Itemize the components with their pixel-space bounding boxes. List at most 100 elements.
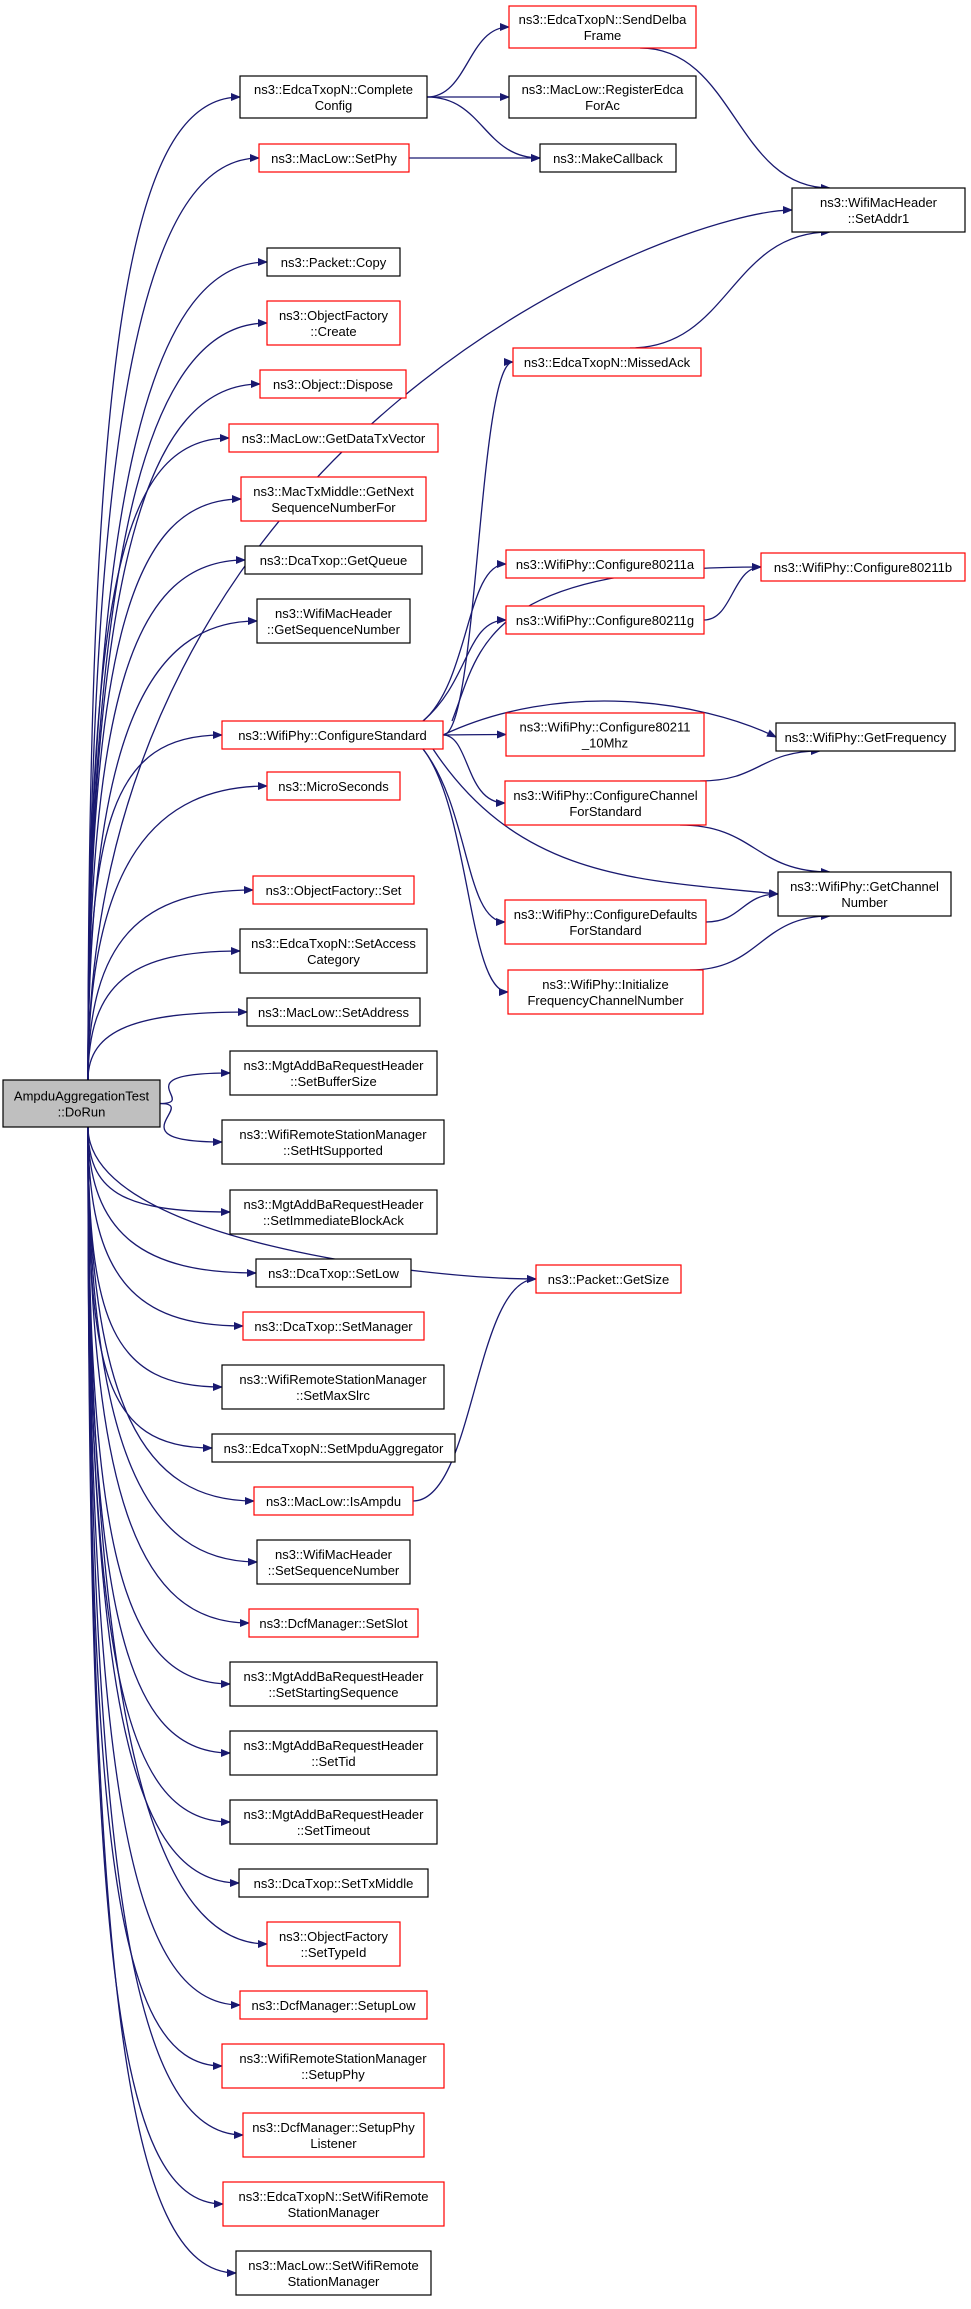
node-label: ns3::MacTxMiddle::GetNext	[253, 484, 414, 499]
node-packet-copy[interactable]: ns3::Packet::Copy	[266, 247, 401, 277]
node-label: ns3::MacLow::GetDataTxVector	[242, 431, 426, 446]
edge-root-to-set-mpdu-agg	[87, 1126, 213, 1452]
node-set-ht[interactable]: ns3::WifiRemoteStationManager::SetHtSupp…	[221, 1119, 445, 1165]
edge-conf-std-to-missed-ack	[442, 358, 514, 736]
node-label: ::SetSequenceNumber	[268, 1563, 400, 1578]
node-conf-10mhz[interactable]: ns3::WifiPhy::Configure80211_10Mhz	[505, 712, 705, 757]
node-label: _10Mhz	[581, 736, 628, 751]
node-conf-defaults[interactable]: ns3::WifiPhy::ConfigureDefaultsForStanda…	[504, 899, 707, 945]
node-packet-getsize[interactable]: ns3::Packet::GetSize	[535, 1264, 682, 1294]
node-label: ::SetStartingSequence	[268, 1685, 398, 1700]
edge-root-to-packet-getsize	[87, 1126, 537, 1283]
node-get-next-seq[interactable]: ns3::MacTxMiddle::GetNextSequenceNumberF…	[240, 476, 427, 522]
node-of-set-typeid[interactable]: ns3::ObjectFactory::SetTypeId	[266, 1921, 401, 1967]
node-init-freq[interactable]: ns3::WifiPhy::InitializeFrequencyChannel…	[507, 969, 704, 1015]
node-label: ::Create	[310, 324, 356, 339]
node-box	[266, 771, 401, 801]
node-set-timeout[interactable]: ns3::MgtAddBaRequestHeader::SetTimeout	[229, 1799, 438, 1845]
node-box	[229, 1661, 438, 1707]
node-label: Config	[315, 98, 353, 113]
node-conf-std[interactable]: ns3::WifiPhy::ConfigureStandard	[221, 720, 444, 750]
node-box	[229, 1189, 438, 1235]
node-label: ns3::MgtAddBaRequestHeader	[244, 1058, 425, 1073]
node-set-tx-middle[interactable]: ns3::DcaTxop::SetTxMiddle	[238, 1868, 429, 1898]
node-box	[211, 1433, 456, 1463]
node-make-callback[interactable]: ns3::MakeCallback	[539, 143, 677, 173]
node-get-freq[interactable]: ns3::WifiPhy::GetFrequency	[775, 722, 956, 752]
edge-root-to-complete-config	[87, 93, 241, 1081]
edge-conf-std-to-init-freq	[422, 748, 509, 996]
node-label: ForAc	[585, 98, 620, 113]
node-label: ns3::WifiPhy::Configure80211g	[516, 613, 694, 628]
node-set-seq-num[interactable]: ns3::WifiMacHeader::SetSequenceNumber	[256, 1539, 411, 1585]
node-root[interactable]: AmpduAggregationTest::DoRun	[2, 1079, 161, 1128]
node-box	[504, 780, 707, 826]
node-set-start-seq[interactable]: ns3::MgtAddBaRequestHeader::SetStartingS…	[229, 1661, 438, 1707]
node-box	[2, 1079, 161, 1128]
node-set-manager[interactable]: ns3::DcaTxop::SetManager	[242, 1311, 425, 1341]
node-get-queue[interactable]: ns3::DcaTxop::GetQueue	[244, 545, 423, 575]
node-set-max-slrc[interactable]: ns3::WifiRemoteStationManager::SetMaxSlr…	[221, 1364, 445, 1410]
edge-root-to-set-manager	[87, 1126, 244, 1330]
node-box	[266, 300, 401, 346]
node-get-seq-num[interactable]: ns3::WifiMacHeader::GetSequenceNumber	[256, 598, 411, 644]
node-box	[221, 2043, 445, 2089]
node-conf-b[interactable]: ns3::WifiPhy::Configure80211b	[760, 552, 966, 582]
node-set-slot[interactable]: ns3::DcfManager::SetSlot	[248, 1608, 419, 1638]
node-set-phy[interactable]: ns3::MacLow::SetPhy	[258, 143, 410, 173]
node-obj-dispose[interactable]: ns3::Object::Dispose	[259, 369, 407, 399]
edge-root-to-get-next-seq	[87, 495, 242, 1081]
node-box	[239, 928, 428, 974]
node-box	[505, 605, 705, 635]
node-box	[505, 549, 705, 579]
node-set-buffer[interactable]: ns3::MgtAddBaRequestHeader::SetBufferSiz…	[229, 1050, 438, 1096]
node-of-create[interactable]: ns3::ObjectFactory::Create	[266, 300, 401, 346]
edge-complete-config-to-send-delba	[426, 23, 510, 98]
node-label: ns3::Packet::GetSize	[548, 1272, 669, 1287]
edge-root-to-set-low	[87, 1126, 257, 1277]
node-setup-phy[interactable]: ns3::WifiRemoteStationManager::SetupPhy	[221, 2043, 445, 2089]
node-of-set[interactable]: ns3::ObjectFactory::Set	[252, 875, 415, 905]
node-label: ns3::EdcaTxopN::Complete	[254, 82, 413, 97]
node-set-tid[interactable]: ns3::MgtAddBaRequestHeader::SetTid	[229, 1730, 438, 1776]
node-setup-low[interactable]: ns3::DcfManager::SetupLow	[239, 1990, 428, 2020]
node-set-immediate[interactable]: ns3::MgtAddBaRequestHeader::SetImmediate…	[229, 1189, 438, 1235]
node-label: ns3::MacLow::SetWifiRemote	[248, 2258, 419, 2273]
edge-missed-ack-to-set-addr1	[629, 228, 831, 349]
node-is-ampdu[interactable]: ns3::MacLow::IsAmpdu	[253, 1486, 414, 1516]
edge-root-to-of-set-typeid	[87, 1126, 268, 1948]
node-label: ns3::MacLow::SetAddress	[258, 1005, 410, 1020]
node-conf-chan-std[interactable]: ns3::WifiPhy::ConfigureChannelForStandar…	[504, 780, 707, 826]
edge-conf-std-to-conf-chan-std	[442, 734, 506, 807]
node-box	[229, 1730, 438, 1776]
node-microseconds[interactable]: ns3::MicroSeconds	[266, 771, 401, 801]
node-get-data-tx[interactable]: ns3::MacLow::GetDataTxVector	[228, 423, 439, 453]
node-label: ns3::ObjectFactory	[279, 308, 389, 323]
edge-send-delba-to-set-addr1	[639, 47, 831, 192]
node-label: ::SetHtSupported	[283, 1143, 383, 1158]
node-set-addr1[interactable]: ns3::WifiMacHeader::SetAddr1	[791, 187, 966, 233]
node-set-low[interactable]: ns3::DcaTxop::SetLow	[255, 1258, 412, 1288]
node-label: ns3::ObjectFactory::Set	[266, 883, 402, 898]
node-box	[512, 347, 702, 377]
node-box	[253, 1486, 414, 1516]
node-box	[775, 722, 956, 752]
node-set-address[interactable]: ns3::MacLow::SetAddress	[246, 997, 421, 1027]
node-label: ns3::MgtAddBaRequestHeader	[244, 1738, 425, 1753]
node-conf-a[interactable]: ns3::WifiPhy::Configure80211a	[505, 549, 705, 579]
edge-root-to-set-wrsm-edca	[87, 1126, 224, 2208]
edge-conf-chan-std-to-get-freq	[699, 747, 821, 782]
node-conf-g[interactable]: ns3::WifiPhy::Configure80211g	[505, 605, 705, 635]
node-missed-ack[interactable]: ns3::EdcaTxopN::MissedAck	[512, 347, 702, 377]
node-label: SequenceNumberFor	[271, 500, 396, 515]
node-box	[221, 1119, 445, 1165]
node-set-wrsm-edca[interactable]: ns3::EdcaTxopN::SetWifiRemoteStationMana…	[222, 2181, 445, 2227]
node-set-mpdu-agg[interactable]: ns3::EdcaTxopN::SetMpduAggregator	[211, 1433, 456, 1463]
